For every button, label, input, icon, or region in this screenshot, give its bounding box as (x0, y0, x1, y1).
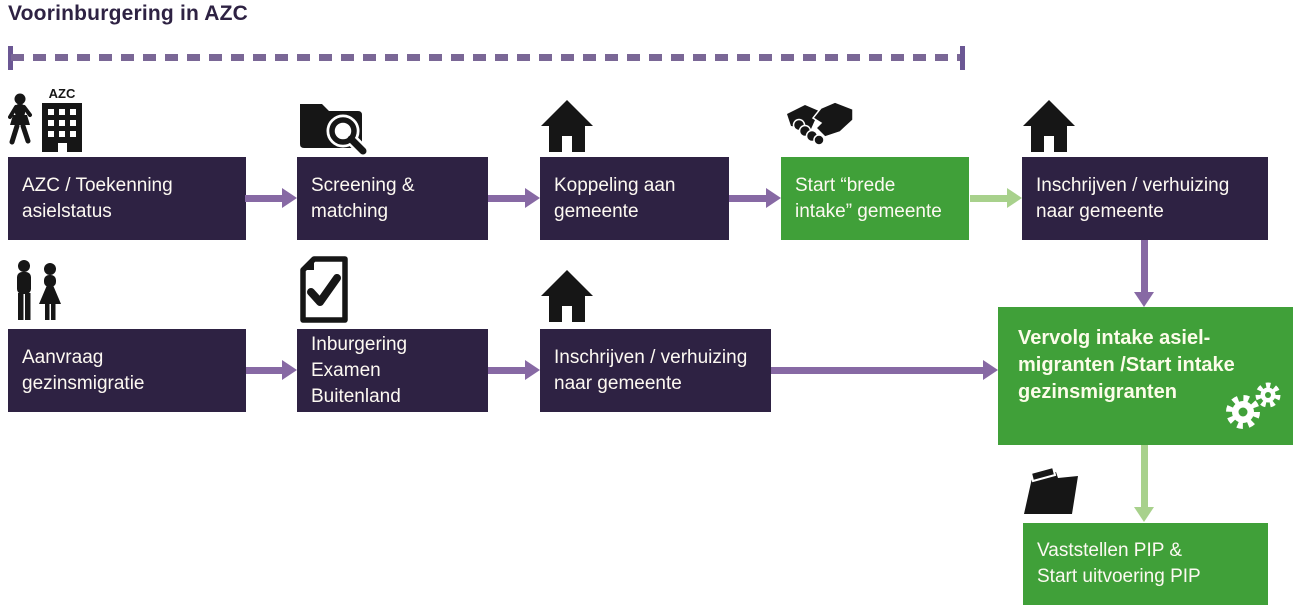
arrow-line-green (970, 195, 1008, 202)
node-label: Inschrijven / verhuizing naar gemeente (554, 346, 748, 394)
arrow-head (525, 360, 540, 380)
node-inschrijven-verhuizing-asiel: Inschrijven / verhuizing naar gemeente (1022, 157, 1268, 240)
node-vaststellen-pip: Vaststellen PIP & Start uitvoering PIP (1023, 523, 1268, 605)
node-label: Aanvraag gezinsmigratie (22, 346, 145, 394)
node-label: Screening & matching (311, 174, 415, 222)
node-inschrijven-verhuizing-gezin: Inschrijven / verhuizing naar gemeente (540, 329, 771, 412)
arrow-head (983, 360, 998, 380)
azc-building-label: AZC (49, 86, 76, 101)
node-vervolg-intake: Vervolg intake asiel- migranten /Start i… (998, 307, 1293, 445)
page-title: Voorinburgering in AZC (8, 2, 249, 25)
phase-bracket (8, 46, 965, 70)
arrow-head (282, 188, 297, 208)
house-icon (540, 268, 594, 329)
gears-icon (1219, 380, 1285, 437)
open-folder-icon (1020, 464, 1082, 523)
node-label: Vaststellen PIP & Start uitvoering PIP (1037, 540, 1201, 587)
node-label: Koppeling aan gemeente (554, 174, 676, 222)
arrow-line-long (771, 367, 984, 374)
arrow-head-green (1007, 188, 1022, 208)
node-aanvraag-gezinsmigratie: Aanvraag gezinsmigratie (8, 329, 246, 412)
node-label: Vervolg intake asiel- migranten /Start i… (1018, 327, 1235, 403)
house-icon (540, 98, 594, 159)
arrow-head-down-green (1134, 507, 1154, 522)
arrow-head (525, 188, 540, 208)
document-check-icon (299, 256, 349, 329)
dashed-line (11, 54, 962, 61)
arrow-line (245, 195, 283, 202)
arrow-head (766, 188, 781, 208)
node-label: Inschrijven / verhuizing naar gemeente (1036, 174, 1230, 222)
node-start-brede-intake: Start “brede intake” gemeente (781, 157, 969, 240)
node-screening-matching: Screening & matching (297, 157, 488, 240)
arrow-line-down-green (1141, 445, 1148, 508)
handshake-icon (783, 98, 857, 157)
node-label: AZC / Toekenning asielstatus (22, 174, 173, 222)
arrow-line (246, 367, 283, 374)
arrow-line (488, 195, 526, 202)
person-walking-building-azc-icon: AZC (8, 86, 104, 159)
node-azc-toekenning: AZC / Toekenning asielstatus (8, 157, 246, 240)
arrow-head (282, 360, 297, 380)
node-koppeling-gemeente: Koppeling aan gemeente (540, 157, 729, 240)
arrow-line (729, 195, 767, 202)
arrow-head-down (1134, 292, 1154, 307)
node-label: Inburgering Examen Buitenland (311, 333, 408, 407)
node-label: Start “brede intake” gemeente (795, 174, 942, 222)
house-icon (1022, 98, 1076, 159)
node-inburgering-examen-buitenland: Inburgering Examen Buitenland (297, 329, 488, 412)
folder-search-icon (298, 94, 370, 161)
arrow-line-down (1141, 240, 1148, 293)
couple-icon (8, 258, 72, 331)
arrow-line (488, 367, 526, 374)
bracket-cap-left (8, 46, 13, 70)
bracket-cap-right (960, 46, 965, 70)
